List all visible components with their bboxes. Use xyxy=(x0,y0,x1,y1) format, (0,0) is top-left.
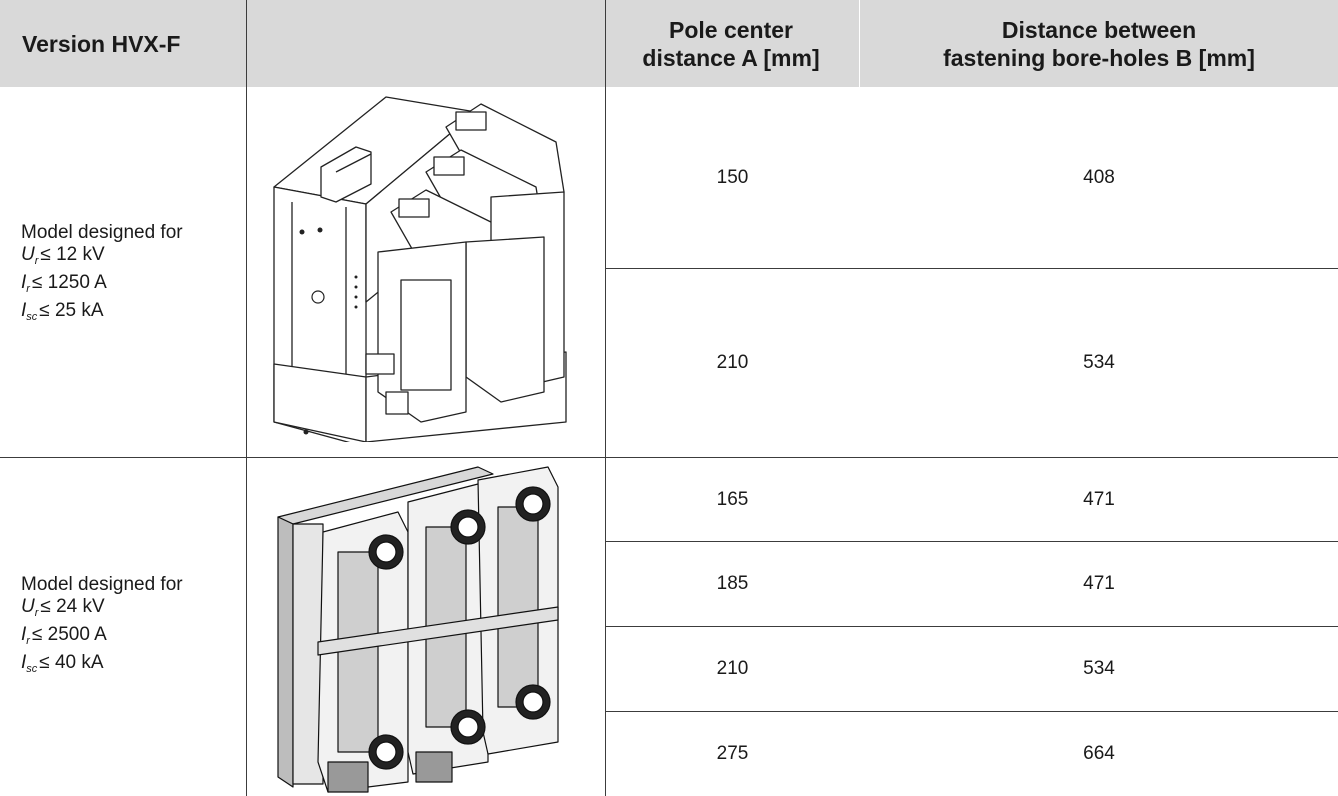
header-pole-line2: distance A [mm] xyxy=(642,44,820,71)
group1-short-circuit: Isc≤ 25 kA xyxy=(21,300,104,323)
row-divider-2a xyxy=(605,541,1338,542)
header-dist-line1: Distance between xyxy=(1001,16,1197,43)
group2-model-label: Model designed for Ur≤ 24 kV Ir≤ 2500 A … xyxy=(21,574,183,680)
group2-short-circuit: Isc≤ 40 kA xyxy=(21,652,104,675)
breaker-12kv-image xyxy=(273,96,567,442)
group1-current: Ir≤ 1250 A xyxy=(21,272,107,295)
cell-b-3: 471 xyxy=(1083,488,1115,510)
header-dist-line2: fastening bore-holes B [mm] xyxy=(943,44,1255,71)
row-divider-g1 xyxy=(0,457,1338,458)
cell-a-1: 150 xyxy=(716,167,749,188)
row-divider-2c xyxy=(605,711,1338,712)
group1-label: Model designed for xyxy=(21,222,183,243)
cell-b-2: 534 xyxy=(1083,352,1115,373)
cell-a-6: 275 xyxy=(716,743,749,764)
group1-model-label: Model designed for Ur≤ 12 kV Ir≤ 1250 A … xyxy=(21,222,183,328)
row-divider-2b xyxy=(605,626,1338,627)
group2-voltage: Ur≤ 24 kV xyxy=(21,596,105,619)
cell-a-4: 185 xyxy=(716,573,749,594)
cell-b-1: 408 xyxy=(1083,167,1115,188)
group2-label: Model designed for xyxy=(21,574,183,595)
group2-current: Ir≤ 2500 A xyxy=(21,624,107,647)
header-version: Version HVX-F xyxy=(22,0,242,87)
header-version-label: Version HVX-F xyxy=(22,30,181,57)
cell-b-4: 471 xyxy=(1083,573,1115,594)
header-pole-line1: Pole center xyxy=(669,16,793,43)
col-divider-1 xyxy=(246,0,247,796)
cell-b-6: 664 xyxy=(1083,743,1115,764)
cell-b-5: 534 xyxy=(1083,658,1115,679)
col-divider-2 xyxy=(605,0,606,796)
cell-a-5: 210 xyxy=(716,658,749,679)
header-row xyxy=(0,0,1338,87)
row-divider-1a xyxy=(605,268,1338,269)
cell-a-3: 165 xyxy=(716,488,749,510)
col-divider-3 xyxy=(859,0,860,87)
breaker-24kv-image xyxy=(277,466,559,793)
header-bore-distance: Distance between fastening bore-holes B … xyxy=(860,0,1338,87)
cell-a-2: 210 xyxy=(716,352,749,373)
header-pole-distance: Pole center distance A [mm] xyxy=(606,0,856,87)
group1-voltage: Ur≤ 12 kV xyxy=(21,244,105,267)
